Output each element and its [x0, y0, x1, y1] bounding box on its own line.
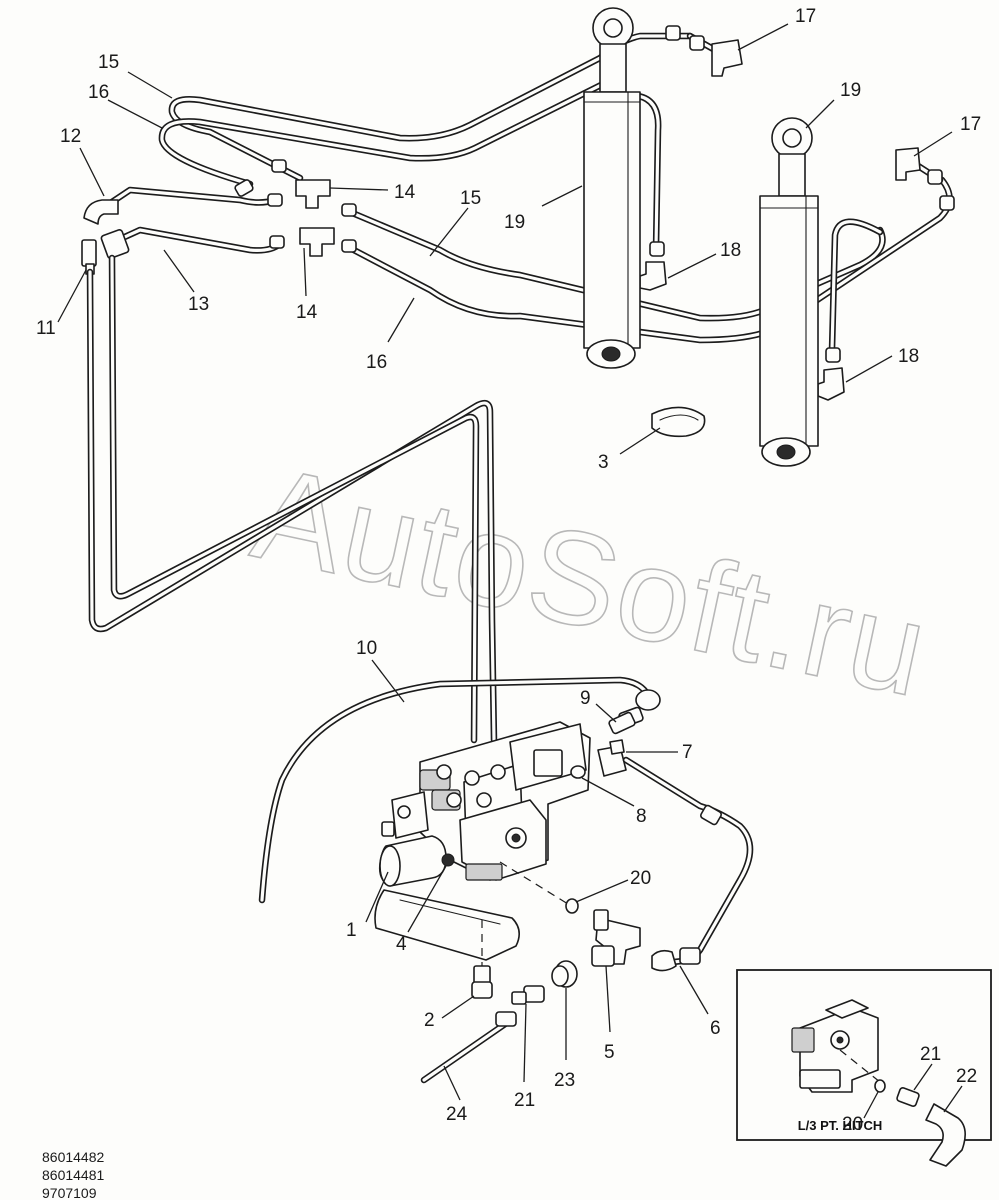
callout-19: 19: [840, 80, 861, 101]
callout-17: 17: [960, 114, 981, 135]
callout-8: 8: [636, 806, 647, 827]
callout-labels: 17 19 17 15 16 12 14 15 19 18 13 14 11 1…: [36, 6, 981, 1135]
clip-part: [651, 406, 706, 438]
callout-11: 11: [36, 318, 56, 339]
inset-3pt-hitch: L/3 PT. HITCH: [736, 969, 992, 1167]
callout-10: 10: [356, 638, 377, 659]
callout-15: 15: [460, 188, 481, 209]
callout-20: 20: [842, 1114, 863, 1135]
callout-16: 16: [88, 82, 109, 103]
part-number: 86014482: [42, 1149, 105, 1165]
callout-21: 21: [514, 1090, 535, 1111]
bolt-2: [471, 920, 493, 999]
hydraulic-tubes-upper: [81, 25, 955, 401]
part-number-block: 86014482 86014481 9707109: [42, 1149, 105, 1200]
return-tube-loop: [86, 254, 498, 744]
callout-15: 15: [98, 52, 119, 73]
callout-14: 14: [394, 182, 416, 203]
right-lift-cylinder: [759, 117, 819, 467]
part-number: 9707109: [42, 1185, 97, 1200]
callout-21: 21: [920, 1044, 941, 1065]
callout-2: 2: [424, 1010, 435, 1031]
part-number: 86014481: [42, 1167, 105, 1183]
callout-12: 12: [60, 126, 81, 147]
callout-9: 9: [580, 688, 591, 709]
callout-18: 18: [720, 240, 741, 261]
callout-5: 5: [604, 1042, 615, 1063]
callout-23: 23: [554, 1070, 575, 1091]
callout-1: 1: [346, 920, 357, 941]
callout-20: 20: [630, 868, 651, 889]
inset-caption: L/3 PT. HITCH: [798, 1118, 883, 1133]
callout-22: 22: [956, 1066, 977, 1087]
callout-18: 18: [898, 346, 919, 367]
callout-3: 3: [598, 452, 609, 473]
control-valve-assembly: [374, 721, 591, 961]
leader-lines: [57, 23, 963, 1119]
callout-16: 16: [366, 352, 387, 373]
callout-6: 6: [710, 1018, 721, 1039]
callout-24: 24: [446, 1104, 468, 1125]
callout-19: 19: [504, 212, 525, 233]
left-lift-cylinder: [583, 7, 641, 369]
callout-4: 4: [396, 934, 407, 955]
outlet-fittings: [420, 711, 754, 1084]
callout-17: 17: [795, 6, 816, 27]
callout-14: 14: [296, 302, 318, 323]
callout-13: 13: [188, 294, 209, 315]
callout-7: 7: [682, 742, 693, 763]
